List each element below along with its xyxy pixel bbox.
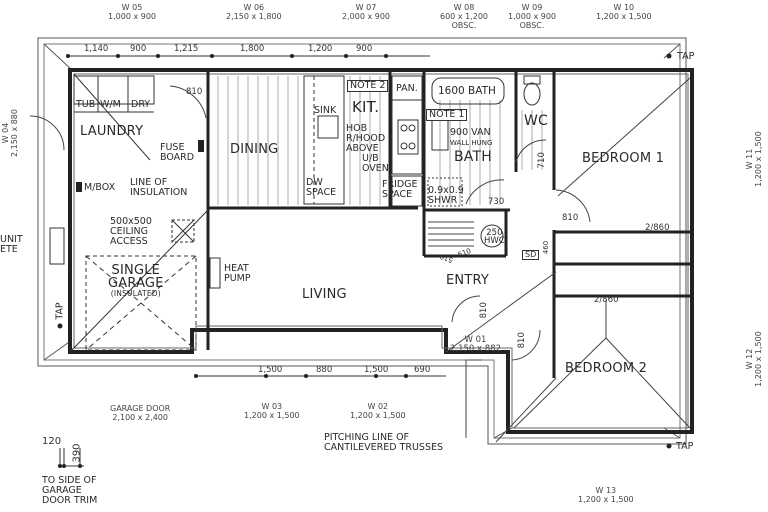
note-1-tag: NOTE 1: [426, 109, 468, 121]
door-size-bedroom-2: 810: [516, 332, 527, 349]
dim-top-6: 900: [356, 44, 373, 54]
dining-hatch: [217, 76, 543, 205]
door-size-wc: 710: [536, 152, 547, 169]
note-2-tag: NOTE 2: [347, 80, 389, 92]
fixture-sink: SINK: [314, 105, 337, 116]
room-dining: DINING: [230, 142, 279, 157]
pantry-label: PAN.: [396, 83, 418, 94]
bath-tub-label: 1600 BATH: [438, 85, 496, 97]
room-bedroom-2: BEDROOM 2: [565, 361, 648, 376]
dim-bottom-4: 690: [414, 365, 431, 375]
tap-label-se: TAP: [676, 441, 694, 452]
door-size-hall-cupboard: 460: [542, 240, 551, 255]
dim-bottom-1: 1,500: [258, 365, 283, 375]
smoke-detector-label: SD: [522, 250, 540, 260]
eave-outline: [37, 37, 687, 445]
fixture-meter-box: M/BOX: [84, 182, 116, 193]
dim-top-3: 1,215: [174, 44, 199, 54]
fixture-dryer: DRY: [131, 99, 151, 110]
room-living: LIVING: [302, 287, 347, 302]
room-kitchen: KIT.: [352, 98, 380, 116]
room-wc: WC: [524, 113, 549, 129]
trim-dim-390: 390: [71, 443, 83, 463]
fixture-tub: TUB: [76, 99, 96, 110]
room-bedroom-1: BEDROOM 1: [582, 151, 665, 166]
room-laundry: LAUNDRY: [80, 124, 144, 139]
door-size-bedroom-1: 810: [562, 213, 579, 223]
dim-top-2: 900: [130, 44, 147, 54]
tap-label-ne: TAP: [677, 51, 695, 62]
door-size-wardrobe-2: 2/860: [594, 295, 619, 305]
fixture-washing-machine: W/M: [100, 99, 121, 110]
room-garage: SINGLE GARAGE (INSULATED): [108, 263, 164, 298]
dim-bottom-3: 1,500: [364, 365, 389, 375]
room-entry: ENTRY: [446, 273, 490, 288]
door-size-wardrobe-1: 2/860: [645, 223, 670, 233]
tap-label-west: TAP: [54, 302, 66, 320]
dim-top-5: 1,200: [308, 44, 333, 54]
dim-top-4: 1,800: [240, 44, 265, 54]
door-size-laundry: 810: [186, 87, 203, 97]
door-size-entry: 810: [478, 302, 489, 319]
dim-bottom-2: 880: [316, 365, 333, 375]
trim-dim-120: 120: [42, 436, 62, 447]
dim-top-1: 1,140: [84, 44, 109, 54]
room-bath: BATH: [454, 149, 492, 165]
door-size-bath: 730: [488, 197, 505, 207]
